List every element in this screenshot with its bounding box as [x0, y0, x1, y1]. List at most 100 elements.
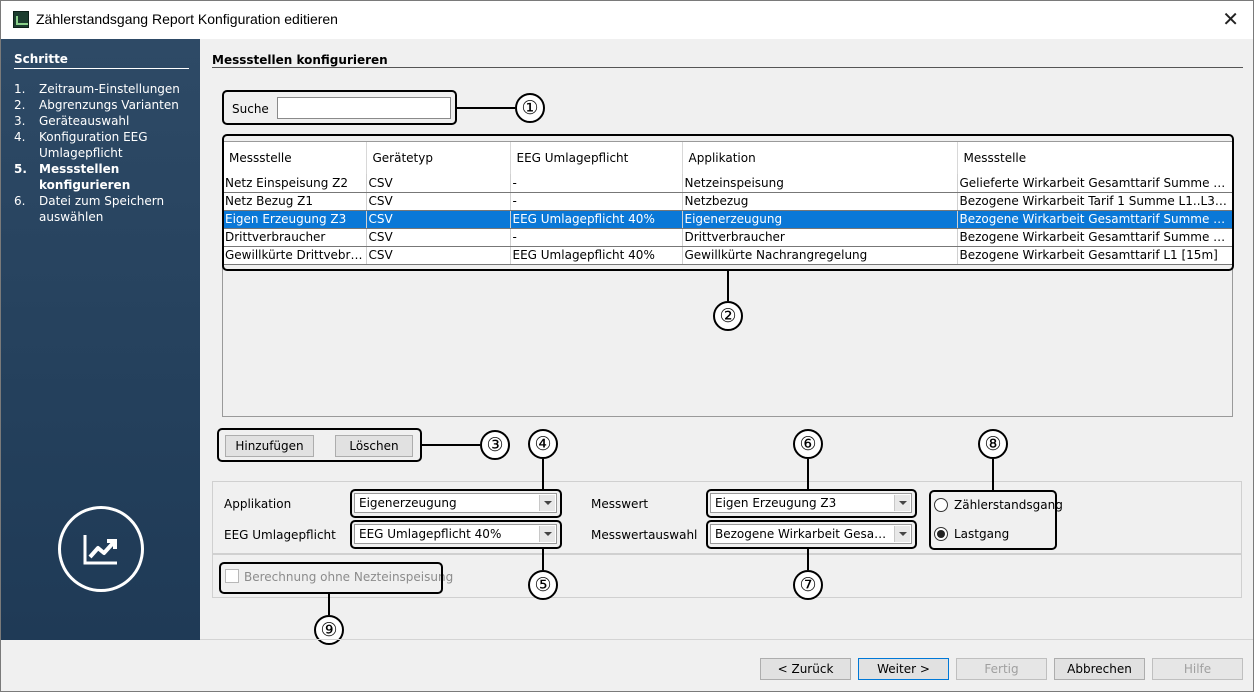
callout-line-8: [992, 459, 994, 490]
applikation-label: Applikation: [224, 497, 292, 511]
table-cell: EEG Umlagepflicht 40%: [510, 246, 683, 265]
callout-frame-3: [217, 428, 422, 462]
callout-line-3: [422, 444, 480, 446]
table-row[interactable]: Netz Einspeisung Z2 CSV - Netzeinspeisun…: [223, 174, 1233, 193]
callout-line-2: [727, 271, 729, 301]
callout-line-6: [807, 459, 809, 489]
callout-frame-6: [706, 489, 917, 518]
search-input[interactable]: [277, 97, 451, 119]
table-cell: Netz Einspeisung Z2: [223, 174, 367, 193]
step-item: 1.Zeitraum-Einstellungen: [14, 82, 180, 96]
search-label: Suche: [232, 102, 269, 116]
add-button[interactable]: Hinzufügen: [225, 435, 314, 457]
column-header[interactable]: Messstelle: [223, 142, 367, 174]
callout-line-5: [542, 549, 544, 570]
messwert-label: Messwert: [591, 497, 649, 511]
column-header[interactable]: Applikation: [682, 142, 958, 174]
step-item: 4.Konfiguration EEG Umlagepflicht: [14, 130, 148, 160]
berechnung-checkbox-label: Berechnung ohne Nezteinspeisung: [244, 570, 454, 584]
callout-line-1: [457, 107, 515, 109]
messwertauswahl-dropdown[interactable]: Bezogene Wirkarbeit Gesamt...: [710, 524, 912, 544]
table-cell: Drittverbraucher: [223, 228, 367, 247]
callout-line-9: [328, 594, 330, 615]
table-cell: Bezogene Wirkarbeit Gesamttarif Summe L1…: [957, 210, 1233, 229]
table-cell: -: [510, 228, 683, 247]
callout-8: ⑧: [978, 429, 1008, 459]
close-icon[interactable]: ✕: [1222, 7, 1239, 31]
callout-2: ②: [713, 301, 743, 331]
table-cell: Eigen Erzeugung Z3: [223, 210, 367, 229]
radio-zaehlerstandsgang[interactable]: [934, 498, 948, 512]
callout-6: ⑥: [793, 429, 823, 459]
table-cell: -: [510, 174, 683, 193]
callout-1: ①: [515, 93, 545, 123]
radio-lastgang[interactable]: [934, 527, 948, 541]
step-item: 3.Geräteauswahl: [14, 114, 130, 128]
callout-7: ⑦: [793, 570, 823, 600]
chevron-down-icon: [894, 526, 910, 542]
table-cell: EEG Umlagepflicht 40%: [510, 210, 683, 229]
callout-4: ④: [528, 429, 558, 459]
table-cell: Netz Bezug Z1: [223, 192, 367, 211]
step-item: 6.Datei zum Speichern auswählen: [14, 194, 165, 224]
column-header[interactable]: EEG Umlagepflicht: [510, 142, 683, 174]
chevron-down-icon: [539, 526, 555, 542]
table-cell: CSV: [366, 174, 511, 193]
steps-sidebar: Schritte 1.Zeitraum-Einstellungen 2.Abgr…: [1, 39, 200, 640]
table-cell: Bezogene Wirkarbeit Gesamttarif Summe L1…: [957, 228, 1233, 247]
config-panel: [212, 481, 1242, 554]
messwertauswahl-label: Messwertauswahl: [591, 528, 698, 542]
chevron-down-icon: [894, 495, 910, 511]
table-cell: -: [510, 192, 683, 211]
next-button[interactable]: Weiter >: [858, 658, 949, 680]
window-title: Zählerstandsgang Report Konfiguration ed…: [36, 11, 338, 27]
applikation-dropdown[interactable]: Eigenerzeugung: [354, 493, 557, 513]
table-cell: Netzbezug: [682, 192, 958, 211]
column-header[interactable]: Gerätetyp: [366, 142, 511, 174]
table-cell: Netzeinspeisung: [682, 174, 958, 193]
back-button[interactable]: < Zurück: [760, 658, 851, 680]
table-cell: CSV: [366, 246, 511, 265]
berechnung-checkbox[interactable]: [225, 569, 239, 583]
callout-frame-9: [219, 562, 443, 594]
callout-line-7: [807, 549, 809, 570]
table-header-row: Messstelle Gerätetyp EEG Umlagepflicht A…: [223, 142, 1233, 174]
column-header[interactable]: Messstelle: [957, 142, 1233, 174]
chevron-down-icon: [539, 495, 555, 511]
callout-3: ③: [480, 430, 510, 460]
step-item-active: 5.Messstellen konfigurieren: [14, 162, 131, 192]
table-row[interactable]: Drittverbraucher CSV - Drittverbraucher …: [223, 228, 1233, 247]
callout-frame-5: [350, 520, 562, 549]
messwert-dropdown[interactable]: Eigen Erzeugung Z3: [710, 493, 912, 513]
option-panel: [212, 554, 1242, 598]
table-row[interactable]: Netz Bezug Z1 CSV - Netzbezug Bezogene W…: [223, 192, 1233, 211]
messstellen-table-area: Messstelle Gerätetyp EEG Umlagepflicht A…: [222, 141, 1233, 417]
table-cell: CSV: [366, 192, 511, 211]
steps-heading: Schritte: [14, 52, 189, 69]
cancel-button[interactable]: Abbrechen: [1054, 658, 1145, 680]
finish-button[interactable]: Fertig: [956, 658, 1047, 680]
callout-frame-8: [929, 490, 1057, 550]
table-cell: Gewillkürte Drittvebra...: [223, 246, 367, 265]
table-cell: Gewillkürte Nachrangregelung: [682, 246, 958, 265]
eeg-dropdown[interactable]: EEG Umlagepflicht 40%: [354, 524, 557, 544]
app-icon: [13, 11, 29, 28]
steps-list: 1.Zeitraum-Einstellungen 2.Abgrenzungs V…: [14, 81, 194, 225]
radio-zaehlerstandsgang-label: Zählerstandsgang: [954, 498, 1063, 512]
step-item: 2.Abgrenzungs Varianten: [14, 98, 179, 112]
callout-5: ⑤: [528, 570, 558, 600]
callout-frame-4: [350, 489, 562, 518]
delete-button[interactable]: Löschen: [335, 435, 413, 457]
radio-lastgang-label: Lastgang: [954, 527, 1010, 541]
help-button[interactable]: Hilfe: [1152, 658, 1243, 680]
footer-divider: [200, 639, 1253, 640]
callout-frame-1: [222, 90, 457, 125]
title-bar: Zählerstandsgang Report Konfiguration ed…: [1, 1, 1253, 39]
table-cell: Bezogene Wirkarbeit Tarif 1 Summe L1..L3…: [957, 192, 1233, 211]
table-row[interactable]: Gewillkürte Drittvebra... CSV EEG Umlage…: [223, 246, 1233, 265]
title-divider: [212, 67, 1243, 68]
table-row-selected[interactable]: Eigen Erzeugung Z3 CSV EEG Umlagepflicht…: [223, 210, 1233, 229]
page-title: Messstellen konfigurieren: [212, 53, 388, 67]
eeg-label: EEG Umlagepflicht: [224, 528, 336, 542]
